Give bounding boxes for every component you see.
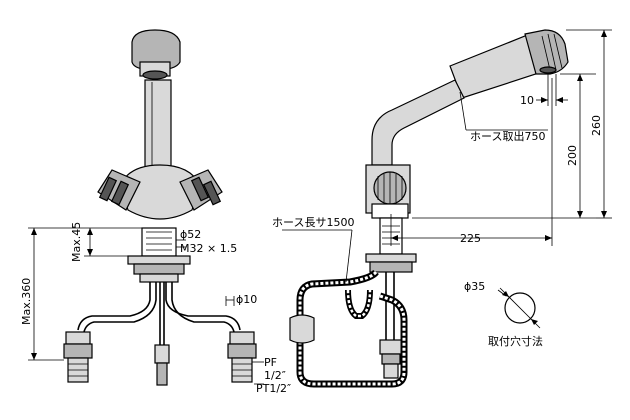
dim-10: 10 [520,74,568,107]
label-pt: PT1/2″ [256,382,291,395]
mounting-hole-diagram: ϕ35 取付穴寸法 [464,280,543,348]
dim-200: 200 [412,73,596,219]
label-dim10: 10 [520,94,534,107]
label-hose-reach: ホース取出750 [470,129,545,143]
right-handle [179,169,223,211]
label-dim200: 200 [566,145,579,166]
label-pf: PF [264,356,277,369]
dim-max45: Max.45 [70,222,142,262]
left-supply-fitting [63,331,93,383]
dim-225: 225 [390,78,553,246]
label-dim225: 225 [460,232,481,245]
label-dim260: 260 [590,115,603,136]
callout-hose-length: ホース長サ1500 [272,216,354,283]
dim-260: 260 [566,29,612,219]
label-max45: Max.45 [70,222,83,262]
label-phi52: ϕ52 [180,228,201,241]
pullout-hose [289,269,408,388]
label-m32: M32 × 1.5 [180,242,237,255]
left-handle [97,169,141,211]
label-pf-size: 1/2″ [264,369,286,382]
dim-max360: Max.360 [20,227,84,361]
label-phi10: ϕ10 [236,293,257,306]
left-faucet-view: Max.45 Max.360 ϕ52 M32 × 1.5 ϕ10 [20,29,291,395]
label-max360: Max.360 [20,278,33,325]
thread-callouts: PF 1/2″ PT1/2″ [252,356,291,395]
dim-phi52-m32: ϕ52 M32 × 1.5 [176,228,237,255]
right-supply-fitting [227,331,257,383]
pullout-head [449,29,569,99]
label-mount-hole: 取付穴寸法 [488,334,543,348]
label-hose-length: ホース長サ1500 [272,216,354,229]
callout-hose-reach: ホース取出750 [459,91,548,143]
label-phi35: ϕ35 [464,280,485,293]
right-faucet-view: ホース長サ1500 ホース取出750 10 200 [272,29,612,388]
dim-phi10: ϕ10 [225,293,257,306]
